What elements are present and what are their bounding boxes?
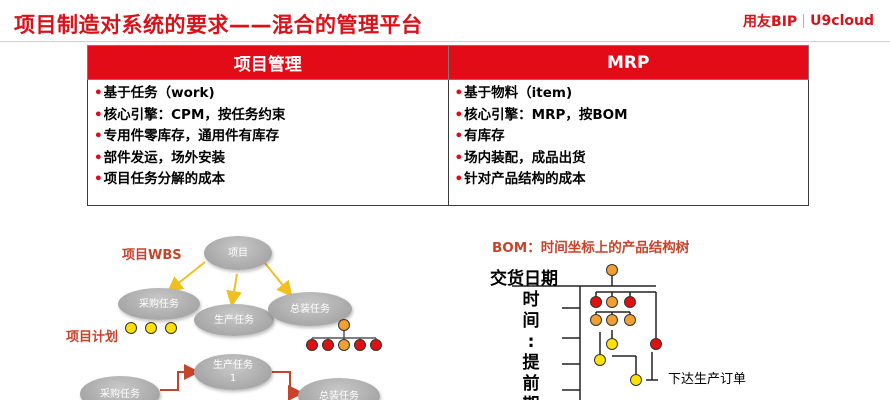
list-item: 部件发运，场外安装 — [94, 148, 442, 170]
bom-node — [630, 374, 642, 386]
production-task-1-node: 生产任务 1 — [194, 354, 272, 390]
bom-node — [606, 338, 618, 350]
list-item: 核心引擎：MRP，按BOM — [455, 105, 803, 127]
list-item: 基于物料（item) — [455, 83, 803, 105]
logo-cloud: U9cloud — [810, 13, 874, 29]
node-number: 1 — [229, 373, 237, 384]
logo-brand: 用友BIP — [743, 14, 798, 30]
purchase-task-2-node: 采购任务 — [80, 376, 160, 400]
bom-root-node — [606, 264, 618, 276]
list-item: 场内装配，成品出货 — [455, 148, 803, 170]
tree-root-node — [338, 319, 350, 331]
axis-char: 前 — [522, 374, 540, 394]
brand-logo: 用友BIP U9cloud — [743, 11, 874, 31]
page-title: 项目制造对系统的要求——混合的管理平台 — [14, 13, 423, 37]
plan-label: 项目计划 — [66, 330, 119, 345]
list-item: 针对产品结构的成本 — [455, 169, 803, 191]
axis-char: 提 — [522, 353, 540, 373]
delivery-date-label: 交货日期 — [490, 269, 558, 289]
node-label: 生产任务 — [213, 360, 253, 371]
tree-leaf-node — [338, 339, 350, 351]
comparison-table: 项目管理 MRP 基于任务（work) 核心引擎：CPM，按任务约束 专用件零库… — [87, 45, 809, 206]
purchase-task-node: 采购任务 — [118, 288, 200, 320]
yellow-node — [125, 322, 137, 334]
tree-leaf-node — [370, 339, 382, 351]
assembly-task-node: 总装任务 — [268, 292, 352, 326]
release-order-label: 下达生产订单 — [668, 372, 747, 387]
list-item: 核心引擎：CPM，按任务约束 — [94, 105, 442, 127]
axis-char: 时 — [522, 290, 540, 310]
bom-node — [594, 354, 606, 366]
project-node: 项目 — [204, 236, 272, 270]
list-item: 项目任务分解的成本 — [94, 169, 442, 191]
header-divider — [0, 41, 890, 42]
bom-node — [624, 314, 636, 326]
yellow-node — [165, 322, 177, 334]
production-task-node: 生产任务 — [194, 304, 274, 336]
time-lead-axis-label: 时 间 : 提 前 期 — [520, 290, 542, 400]
tree-leaf-node — [322, 339, 334, 351]
project-management-cell: 基于任务（work) 核心引擎：CPM，按任务约束 专用件零库存，通用件有库存 … — [87, 79, 449, 206]
bom-title: BOM：时间坐标上的产品结构树 — [492, 240, 690, 256]
wbs-label: 项目WBS — [122, 248, 182, 263]
yellow-node — [145, 322, 157, 334]
bom-node — [650, 338, 662, 350]
logo-divider — [803, 14, 805, 28]
bom-node — [590, 296, 602, 308]
mrp-cell: 基于物料（item) 核心引擎：MRP，按BOM 有库存 场内装配，成品出货 针… — [447, 79, 809, 206]
list-item: 有库存 — [455, 126, 803, 148]
mrp-heading: MRP — [447, 45, 809, 80]
axis-char: 间 — [522, 311, 540, 331]
bom-node — [624, 296, 636, 308]
assembly-task-2-node: 总装任务 — [298, 378, 380, 400]
list-item: 基于任务（work) — [94, 83, 442, 105]
project-management-heading: 项目管理 — [87, 45, 449, 80]
bom-node — [590, 314, 602, 326]
axis-char: 期 — [520, 395, 542, 400]
tree-leaf-node — [306, 339, 318, 351]
axis-char: : — [527, 332, 535, 352]
bom-node — [606, 296, 618, 308]
bom-node — [606, 314, 618, 326]
list-item: 专用件零库存，通用件有库存 — [94, 126, 442, 148]
tree-leaf-node — [354, 339, 366, 351]
